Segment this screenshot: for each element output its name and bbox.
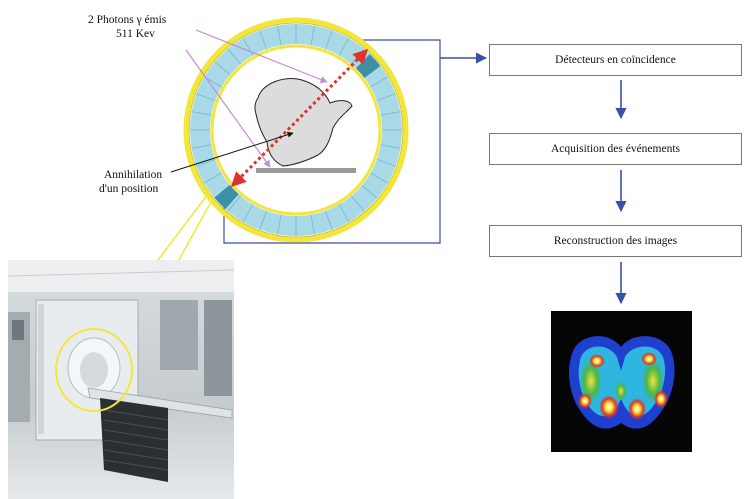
photon-pair-line [230, 48, 369, 188]
detector-segment-divider [277, 214, 282, 235]
detector-segment-divider [310, 25, 315, 46]
detector-segment-divider [350, 195, 365, 212]
ring-outer-edge [188, 22, 404, 238]
photon-pointer-1 [195, 29, 328, 83]
pet-brain-reconstruction-image [551, 311, 692, 452]
detector-segment-divider [370, 172, 388, 184]
detector-segment-divider [376, 159, 396, 167]
detector-segment-divider [325, 210, 333, 230]
detector-segment-divider [361, 184, 378, 199]
photons-label-line2: 511 Kev [116, 28, 155, 40]
active-detector-2 [214, 184, 239, 210]
patient-bed [256, 168, 356, 173]
detector-segment-divider [227, 195, 242, 212]
detector-segment-divider [259, 210, 267, 230]
pet-scanner-room-photo [8, 260, 234, 499]
detector-segment-divider [380, 144, 401, 149]
detector-segment-divider [196, 93, 216, 101]
detector-segment-divider [277, 25, 282, 46]
detector-segment-divider [370, 76, 388, 88]
detector-segment-divider [259, 30, 267, 50]
detector-segment-divider [204, 172, 222, 184]
step-acquisition-box: Acquisition des événements [489, 133, 742, 165]
detector-segment-divider [376, 93, 396, 101]
step-detectors-box: Détecteurs en coïncidence [489, 44, 742, 76]
photon-pointer-2 [185, 49, 271, 168]
ring-outer-yellow [183, 17, 409, 243]
detector-segment-divider [191, 111, 212, 116]
detector-segment-divider [325, 30, 333, 50]
detector-segment-divider [338, 204, 350, 222]
step-reconstruction-box: Reconstruction des images [489, 225, 742, 257]
photons-label-line1: 2 Photons γ émis [88, 14, 167, 26]
detector-segment-divider [310, 214, 315, 235]
detector-segment-divider [214, 61, 231, 76]
annihilation-label-line2: d'un position [99, 183, 159, 195]
annihilation-label-line1: Annihilation [104, 169, 163, 181]
detector-segments [190, 24, 402, 236]
detector-segment-divider [191, 144, 212, 149]
ring-connector-bracket [223, 39, 441, 244]
detector-segment-divider [242, 204, 254, 222]
detector-segment-divider [196, 159, 216, 167]
annihilation-pointer [170, 131, 294, 173]
detector-segment-divider [380, 111, 401, 116]
